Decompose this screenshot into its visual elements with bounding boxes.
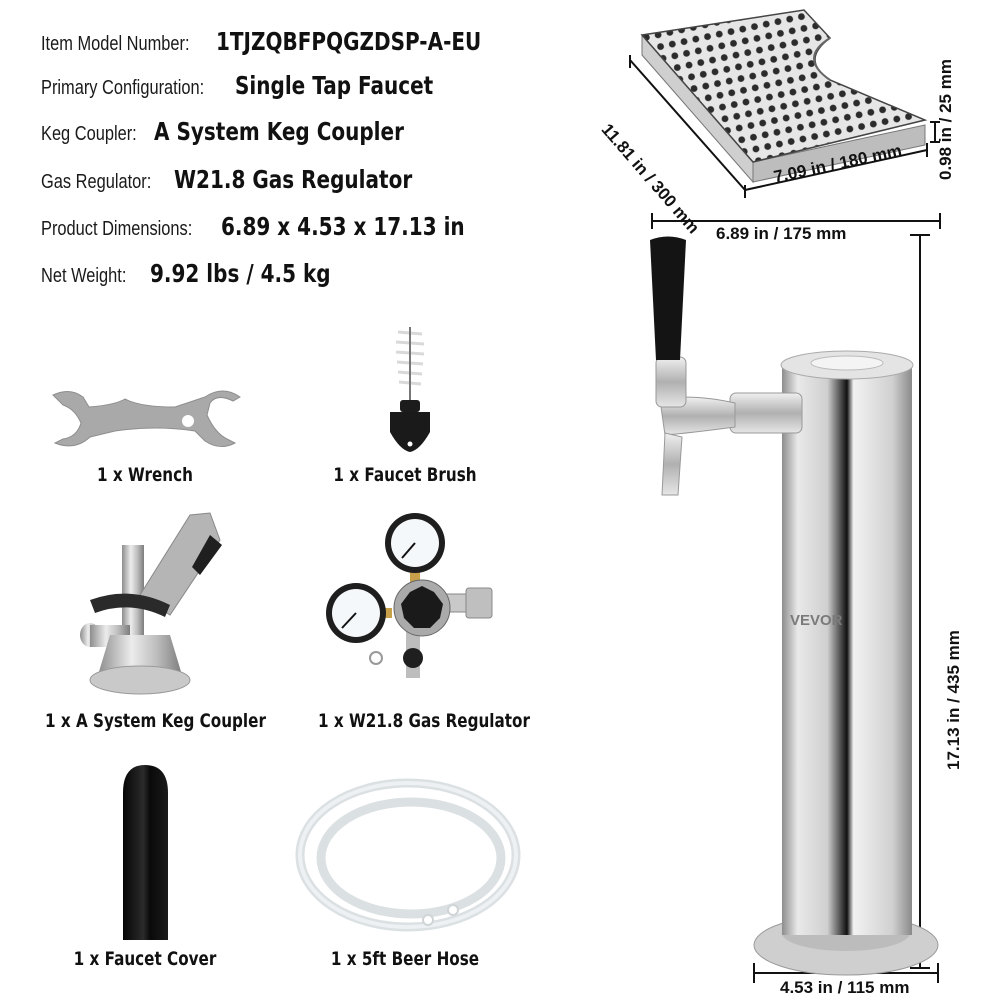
spec-keg-coupler: Keg Coupler: A System Keg Coupler [41, 117, 466, 146]
drip-tray-height-label: 0.98 in / 25 mm [936, 59, 955, 180]
tower-width-label: 6.89 in / 175 mm [716, 224, 847, 243]
spec-value: W21.8 Gas Regulator [174, 165, 413, 194]
accessory-caption-gas-regulator: 1 x W21.8 Gas Regulator [318, 710, 530, 732]
beer-hose-icon [295, 778, 521, 932]
tower-height-label: 17.13 in / 435 mm [944, 630, 963, 770]
faucet-cover-icon [123, 765, 168, 940]
spec-product-dimensions: Product Dimensions: 6.89 x 4.53 x 17.13 … [41, 212, 526, 241]
drip-tray-icon [629, 9, 940, 198]
spec-model-number: Item Model Number: 1TJZQBFPQGZDSP-A-EU [41, 27, 548, 56]
spec-value: 9.92 lbs / 4.5 kg [150, 259, 331, 288]
spec-label: Keg Coupler: [41, 123, 137, 145]
spec-label: Gas Regulator: [41, 171, 152, 193]
beer-tower-icon: VEVOR [650, 213, 941, 983]
spec-gas-regulator: Gas Regulator: W21.8 Gas Regulator [41, 165, 472, 194]
wrench-icon [52, 390, 241, 447]
faucet-brush-icon [390, 327, 430, 452]
spec-label: Primary Configuration: [41, 77, 205, 99]
spec-value: Single Tap Faucet [235, 71, 434, 100]
tower-base-label: 4.53 in / 115 mm [780, 978, 910, 997]
spec-net-weight: Net Weight: 9.92 lbs / 4.5 kg [41, 259, 376, 288]
spec-label: Product Dimensions: [41, 218, 193, 240]
accessory-caption-beer-hose: 1 x 5ft Beer Hose [330, 948, 480, 970]
spec-value: 1TJZQBFPQGZDSP-A-EU [216, 27, 482, 56]
brand-mark: VEVOR [790, 612, 843, 629]
accessory-caption-faucet-brush: 1 x Faucet Brush [333, 464, 477, 486]
spec-value: A System Keg Coupler [154, 117, 404, 146]
spec-label: Item Model Number: [41, 33, 190, 55]
accessory-caption-keg-coupler: 1 x A System Keg Coupler [45, 710, 266, 732]
spec-value: 6.89 x 4.53 x 17.13 in [221, 212, 465, 241]
gas-regulator-icon [326, 513, 493, 678]
spec-primary-configuration: Primary Configuration: Single Tap Faucet [41, 71, 483, 100]
keg-coupler-icon [80, 512, 222, 695]
accessory-caption-faucet-cover: 1 x Faucet Cover [73, 948, 217, 970]
accessory-caption-wrench: 1 x Wrench [97, 464, 193, 486]
spec-label: Net Weight: [41, 265, 127, 287]
